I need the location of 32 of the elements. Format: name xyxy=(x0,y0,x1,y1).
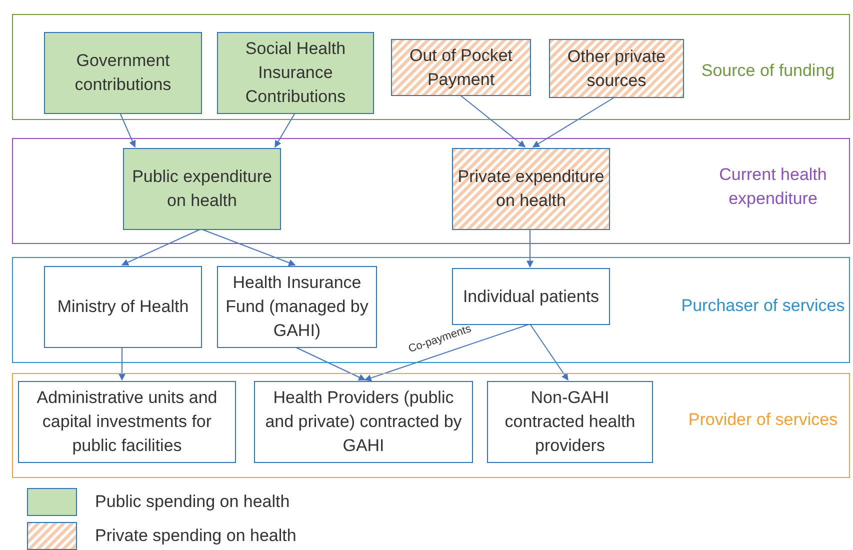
band-label: Current health expenditure xyxy=(718,164,828,210)
stage-band xyxy=(12,14,850,120)
arrow xyxy=(118,346,126,381)
process-box: Health Providers (public and private) contracted by GAHI xyxy=(254,381,473,463)
spending-box: Private expenditure on health xyxy=(452,148,610,230)
arrow xyxy=(200,228,296,266)
stage-band xyxy=(12,373,850,478)
arrow xyxy=(526,228,534,268)
spending-box: Out of Pocket Payment xyxy=(391,39,531,96)
band-label: Provider of services xyxy=(687,409,839,431)
arrow xyxy=(530,324,568,381)
arrow xyxy=(460,94,526,148)
spending-box: Social Health Insurance Contributions xyxy=(217,32,374,114)
arrow xyxy=(274,112,296,148)
spending-box: Public expenditure on health xyxy=(123,148,281,230)
arrow xyxy=(120,112,136,148)
legend-label: Public spending on health xyxy=(95,491,290,514)
legend-label: Private spending on health xyxy=(95,525,296,548)
spending-box: Government contributions xyxy=(44,32,202,114)
process-box: Ministry of Health xyxy=(44,266,202,348)
arrow xyxy=(294,346,366,380)
stage-band xyxy=(12,257,850,363)
spending-box: Other private sources xyxy=(549,39,684,98)
process-box: Non-GAHI contracted health providers xyxy=(487,381,653,463)
process-box: Administrative units and capital investments for public facilities xyxy=(18,381,236,463)
process-box: Individual patients xyxy=(452,268,610,325)
process-box: Health Insurance Fund (managed by GAHI) xyxy=(217,266,377,348)
arrow xyxy=(121,228,202,266)
band-label: Purchaser of services xyxy=(680,295,846,317)
stage-band xyxy=(12,138,850,244)
arrow xyxy=(532,96,616,148)
band-label: Source of funding xyxy=(700,60,836,82)
